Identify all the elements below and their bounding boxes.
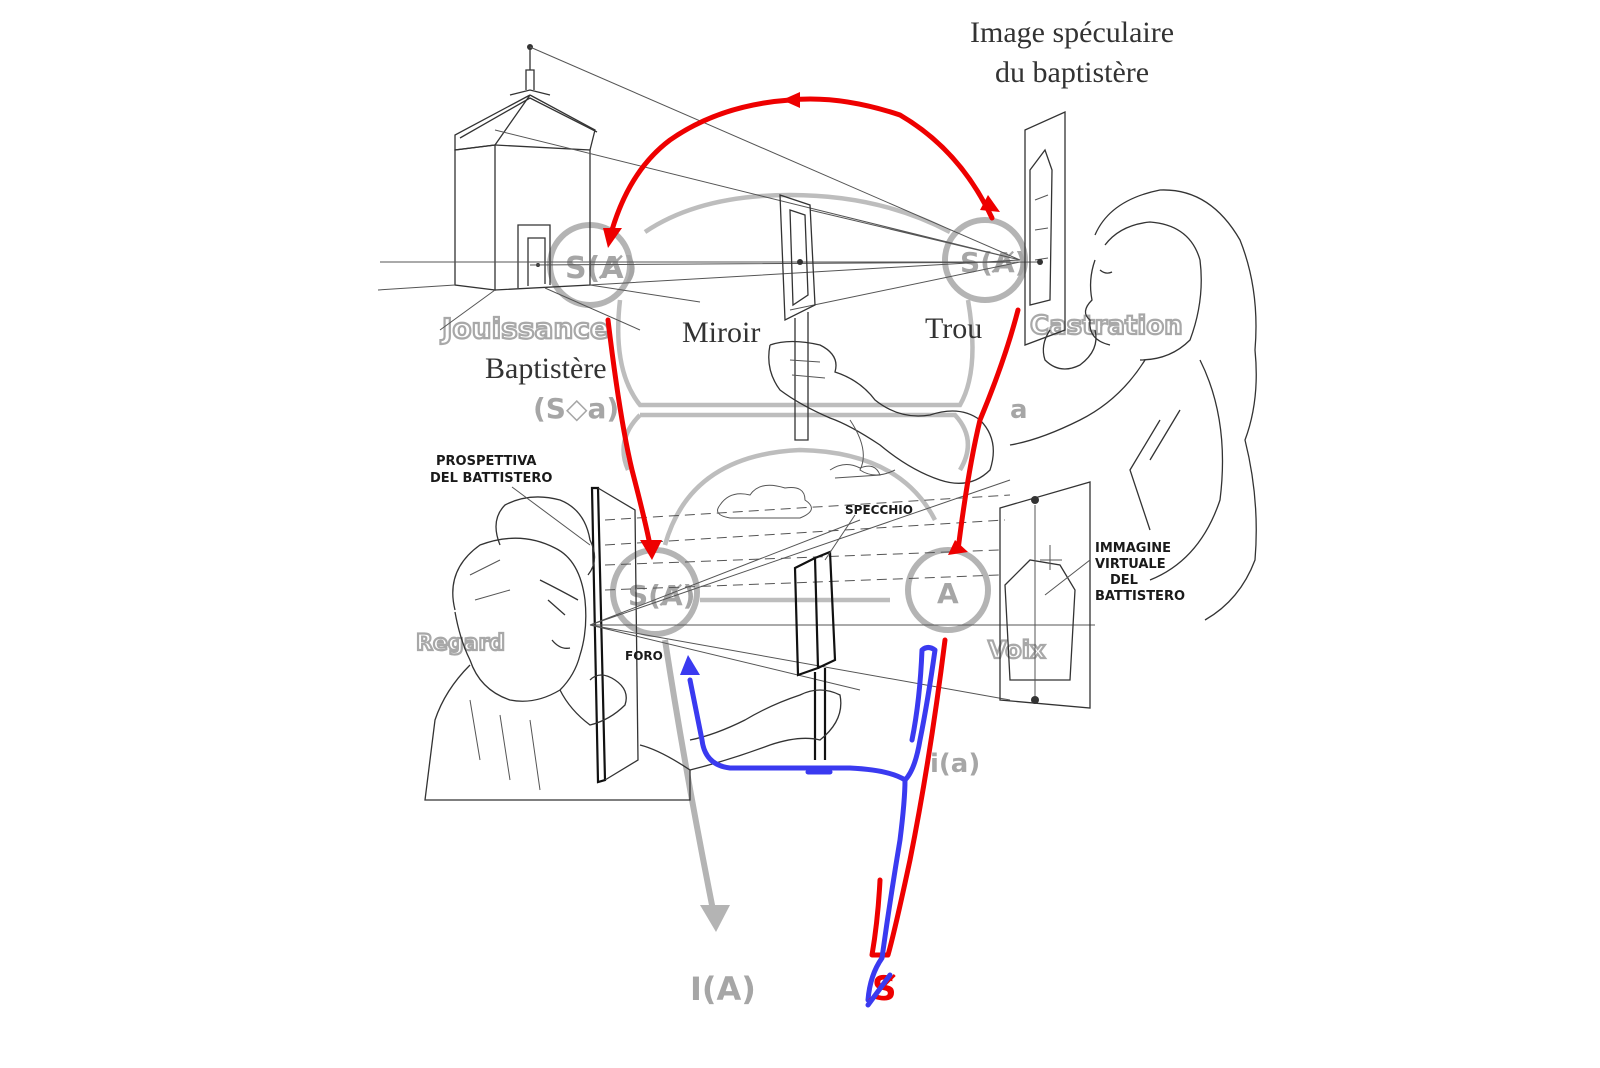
specchio-icon (793, 514, 856, 760)
immagine-label-line1: IMMAGINE (1095, 541, 1171, 556)
red-right-ascent (955, 307, 1021, 553)
dashed-sight-lines (604, 494, 1011, 591)
baptistery-icon (377, 44, 1010, 331)
virtual-image-icon (999, 481, 1091, 709)
specular-panel-icon (1024, 110, 1066, 346)
clouds-icon (717, 464, 881, 519)
barred-s-stroke (865, 972, 893, 1008)
node-label-a: A (937, 577, 959, 610)
specchio-label: SPECCHIO (845, 503, 913, 517)
castration-label: Castration (1030, 311, 1183, 341)
prospettiva-pointer (511, 486, 591, 546)
hooded-viewer-icon (1009, 189, 1257, 621)
red-arrowhead-right (948, 540, 968, 555)
prospettiva-label-line1: PROSPETTIVA (436, 454, 536, 469)
prospettiva-panel-icon (590, 486, 639, 784)
trou-label: Trou (925, 312, 982, 345)
node-label-sa-top: S(A̸) (565, 251, 637, 286)
voix-label: Voix (988, 636, 1046, 664)
lower-graph-arc (662, 447, 937, 546)
red-arrowhead-top-mid (782, 92, 800, 108)
top-drawing: Image spéculaire du baptistère Miroir Tr… (377, 16, 1257, 621)
ia-label: I(A) (690, 970, 756, 1008)
immagine-label-line3: DEL (1110, 573, 1138, 588)
node-circle-a (905, 547, 991, 633)
hand-icon (768, 340, 994, 484)
small-a-label: a (1010, 395, 1028, 425)
red-bottom-descent (869, 637, 948, 958)
lacan-graph: S(A̸) S(A̸) S(A̸) A Jouissance Castratio… (415, 192, 1184, 1008)
red-arrowhead-top-left (603, 228, 622, 248)
prospettiva-label-line2: DEL BATTISTERO (430, 471, 552, 486)
blue-branch (902, 645, 938, 783)
sight-lines (494, 46, 1041, 311)
upper-graph-loop (616, 192, 975, 408)
ia-small-label: i(a) (930, 749, 980, 779)
red-arrowhead-left (640, 540, 662, 560)
barred-s-mark: S̸ (865, 969, 897, 1009)
ia-arrow (662, 639, 718, 921)
blue-arrowhead (680, 655, 700, 675)
specular-title-line1: Image spéculaire (970, 16, 1174, 49)
immagine-label-line2: VIRTUALE (1095, 557, 1166, 572)
jouissance-label: Jouissance (440, 312, 609, 345)
solid-sight-lines (589, 479, 1095, 701)
red-left-descent (605, 317, 653, 548)
red-path (603, 92, 1021, 958)
lower-graph-loop (621, 412, 971, 472)
baptistere-label: Baptistère (485, 352, 607, 385)
miroir-label: Miroir (682, 316, 760, 349)
red-arrowhead-top-right (980, 195, 1000, 212)
immagine-label-line4: BATTISTERO (1095, 589, 1185, 604)
ia-arrowhead (700, 905, 730, 932)
red-arc-top (609, 96, 995, 233)
foro-label: FORO (625, 649, 663, 663)
bottom-drawing: PROSPETTIVA DEL BATTISTERO SPECCHIO FORO… (424, 454, 1185, 801)
specular-title-line2: du baptistère (995, 56, 1149, 89)
brunelleschi-viewer-icon (424, 496, 842, 801)
soa-label: (S◇a) (533, 392, 619, 425)
node-label-sa-bottom: S(A̸) (628, 579, 695, 612)
blue-path (680, 645, 938, 1003)
